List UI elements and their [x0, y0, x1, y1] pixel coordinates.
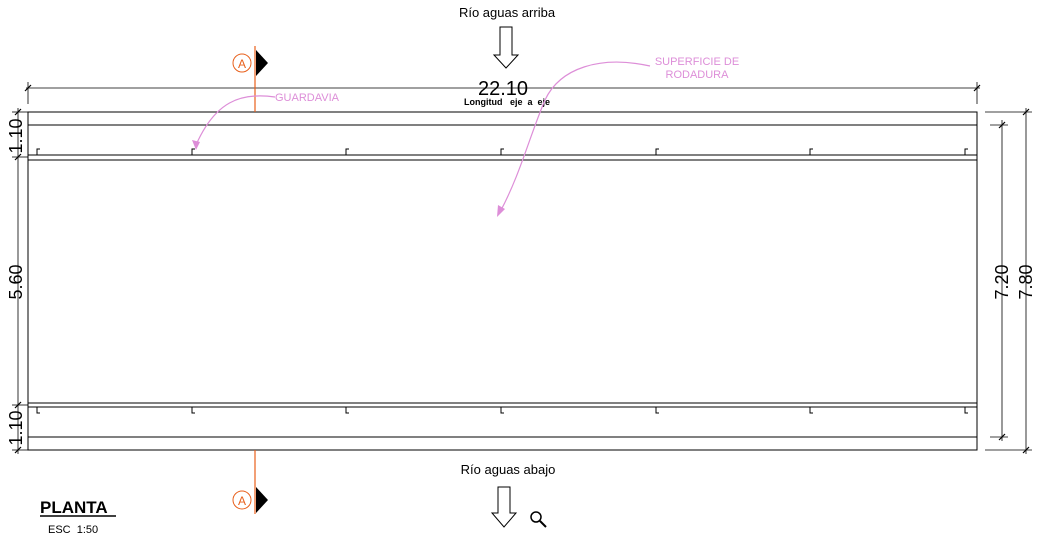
- length-value: 22.10: [478, 78, 528, 100]
- surface-label-line2: RODADURA: [666, 69, 730, 81]
- guardrail-leader: [195, 95, 276, 146]
- downstream-label: Río aguas abajo: [461, 462, 556, 477]
- guardrail-arrowhead: [192, 140, 200, 150]
- section-marker-bottom: [232, 450, 268, 514]
- right-inner-width: 7.20: [992, 264, 1012, 299]
- section-label-bottom: A: [238, 494, 246, 508]
- bridge-deck: [27, 111, 978, 451]
- magnifier-icon[interactable]: [530, 511, 547, 528]
- drawing-scale: ESC 1:50: [48, 524, 98, 536]
- guardrail-posts-bottom: [36, 406, 968, 414]
- left-top-width: 1.10: [6, 118, 26, 153]
- right-outer-width: 7.80: [1016, 264, 1036, 299]
- length-caption: Longitud eje a eje: [464, 97, 550, 107]
- drawing-title: PLANTA: [40, 498, 108, 517]
- down-arrow-icon: [492, 26, 520, 69]
- left-middle-width: 5.60: [6, 264, 26, 299]
- surface-arrowhead: [497, 205, 505, 217]
- down-arrow-icon: [490, 486, 518, 528]
- upstream-label: Río aguas arriba: [459, 5, 556, 20]
- guardrail-label: GUARDAVIA: [275, 92, 340, 104]
- length-dimension: [24, 82, 981, 104]
- surface-label-line1: SUPERFICIE DE: [655, 56, 739, 68]
- right-width-dimensions: [985, 108, 1032, 454]
- section-label-top: A: [238, 57, 246, 71]
- guardrail-posts-top: [36, 148, 968, 156]
- section-marker-top: [232, 46, 268, 112]
- left-bottom-width: 1.10: [6, 410, 26, 445]
- left-width-dimensions: [12, 108, 28, 454]
- surface-leader: [499, 61, 651, 213]
